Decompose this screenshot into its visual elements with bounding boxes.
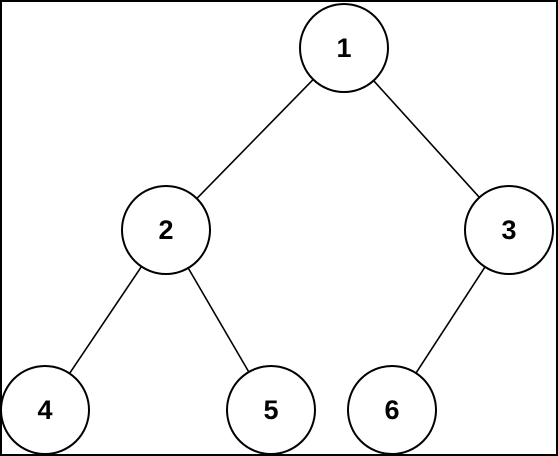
edge-n2-n4 [68, 266, 143, 374]
node-label: 3 [501, 215, 516, 245]
tree-node-4: 4 [0, 365, 90, 455]
node-circle [0, 365, 90, 455]
node-label: 1 [336, 33, 351, 63]
node-label: 2 [158, 215, 173, 245]
edges-layer [68, 78, 486, 374]
tree-node-5: 5 [226, 365, 316, 455]
tree-node-1: 1 [299, 3, 389, 93]
node-label: 4 [37, 395, 52, 425]
node-circle [121, 185, 211, 275]
edge-n1-n3 [372, 80, 481, 198]
node-label: 5 [263, 395, 278, 425]
edge-n1-n2 [196, 78, 314, 200]
edge-n3-n6 [415, 266, 486, 374]
node-circle [226, 365, 316, 455]
nodes-layer: 1 2 3 4 5 6 [0, 3, 554, 455]
node-label: 6 [384, 395, 399, 425]
tree-node-6: 6 [347, 365, 437, 455]
node-circle [347, 365, 437, 455]
edge-n2-n5 [187, 267, 250, 373]
node-circle [299, 3, 389, 93]
tree-node-3: 3 [464, 185, 554, 275]
tree-node-2: 2 [121, 185, 211, 275]
node-circle [464, 185, 554, 275]
